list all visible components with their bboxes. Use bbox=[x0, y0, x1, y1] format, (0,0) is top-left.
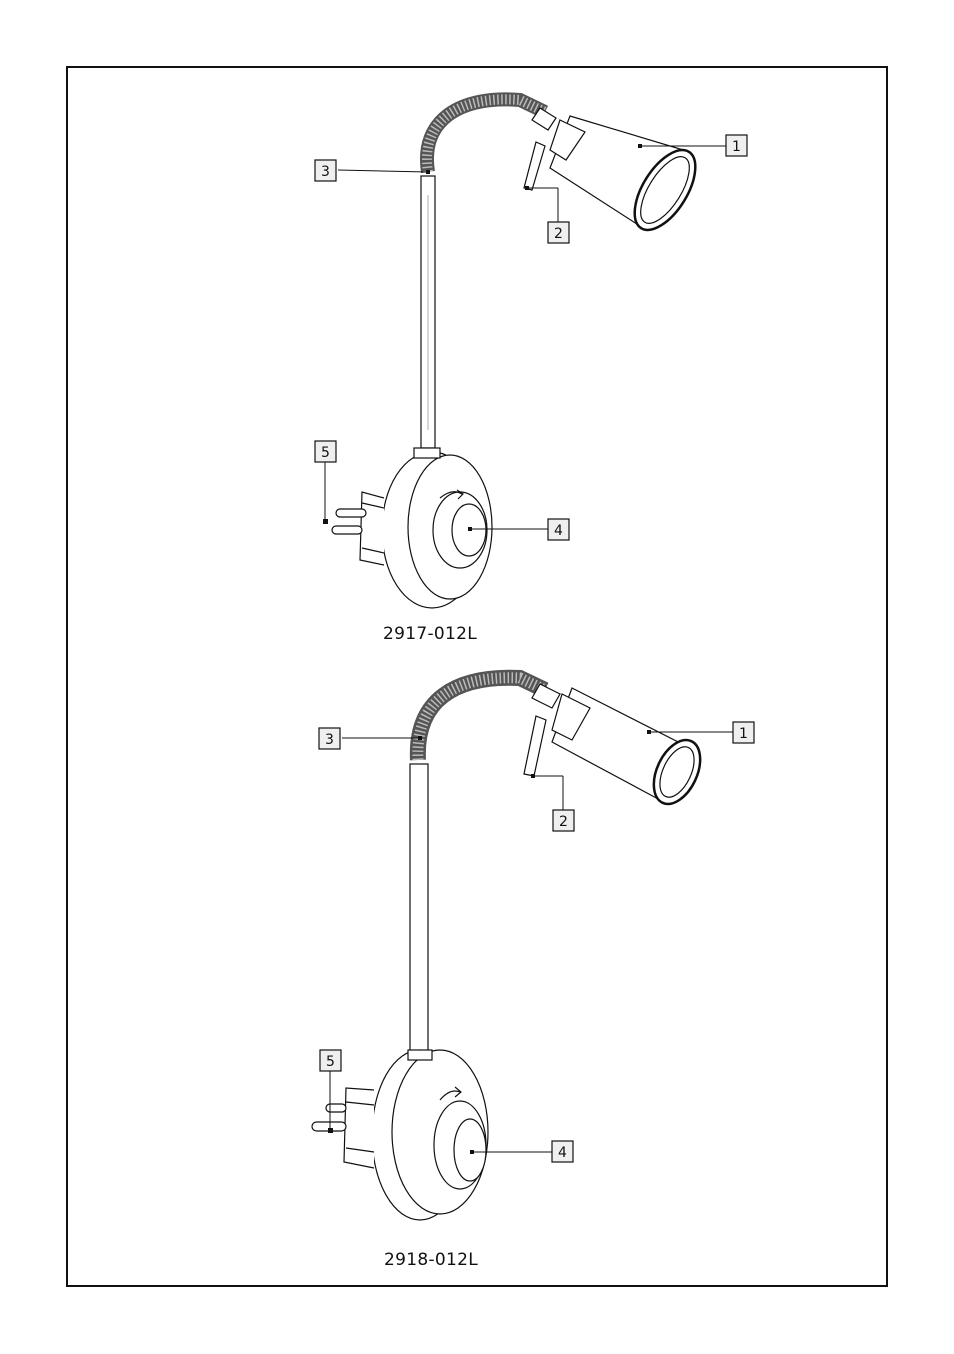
callout-label-1-a: 1 bbox=[732, 139, 741, 155]
lever-b bbox=[524, 716, 546, 776]
plug-a bbox=[332, 492, 384, 565]
gooseneck-b bbox=[418, 678, 545, 760]
callout-label-5-b: 5 bbox=[326, 1054, 335, 1070]
lamp-head-a bbox=[550, 116, 708, 240]
callout-label-3-b: 3 bbox=[325, 732, 334, 748]
callout-label-2-b: 2 bbox=[559, 814, 568, 830]
model-number-caption: 2917-012L bbox=[383, 624, 477, 644]
base-b bbox=[372, 1050, 488, 1220]
lamp-2917-012L bbox=[323, 99, 726, 608]
gooseneck-a bbox=[427, 99, 545, 172]
model-number-caption: 2918-012L bbox=[384, 1250, 478, 1270]
lamp-2918-012L bbox=[312, 678, 733, 1220]
lamp-head-b bbox=[552, 688, 709, 811]
base-a bbox=[382, 448, 492, 608]
plug-b bbox=[312, 1088, 374, 1168]
callout-label-4-b: 4 bbox=[558, 1145, 567, 1161]
callout-label-1-b: 1 bbox=[739, 726, 748, 742]
callout-label-5-a: 5 bbox=[321, 445, 330, 461]
lever-a bbox=[524, 142, 545, 190]
callout-label-2-a: 2 bbox=[554, 226, 563, 242]
callout-label-4-a: 4 bbox=[554, 523, 563, 539]
callout-label-3-a: 3 bbox=[321, 164, 330, 180]
arm-b bbox=[410, 764, 428, 1054]
